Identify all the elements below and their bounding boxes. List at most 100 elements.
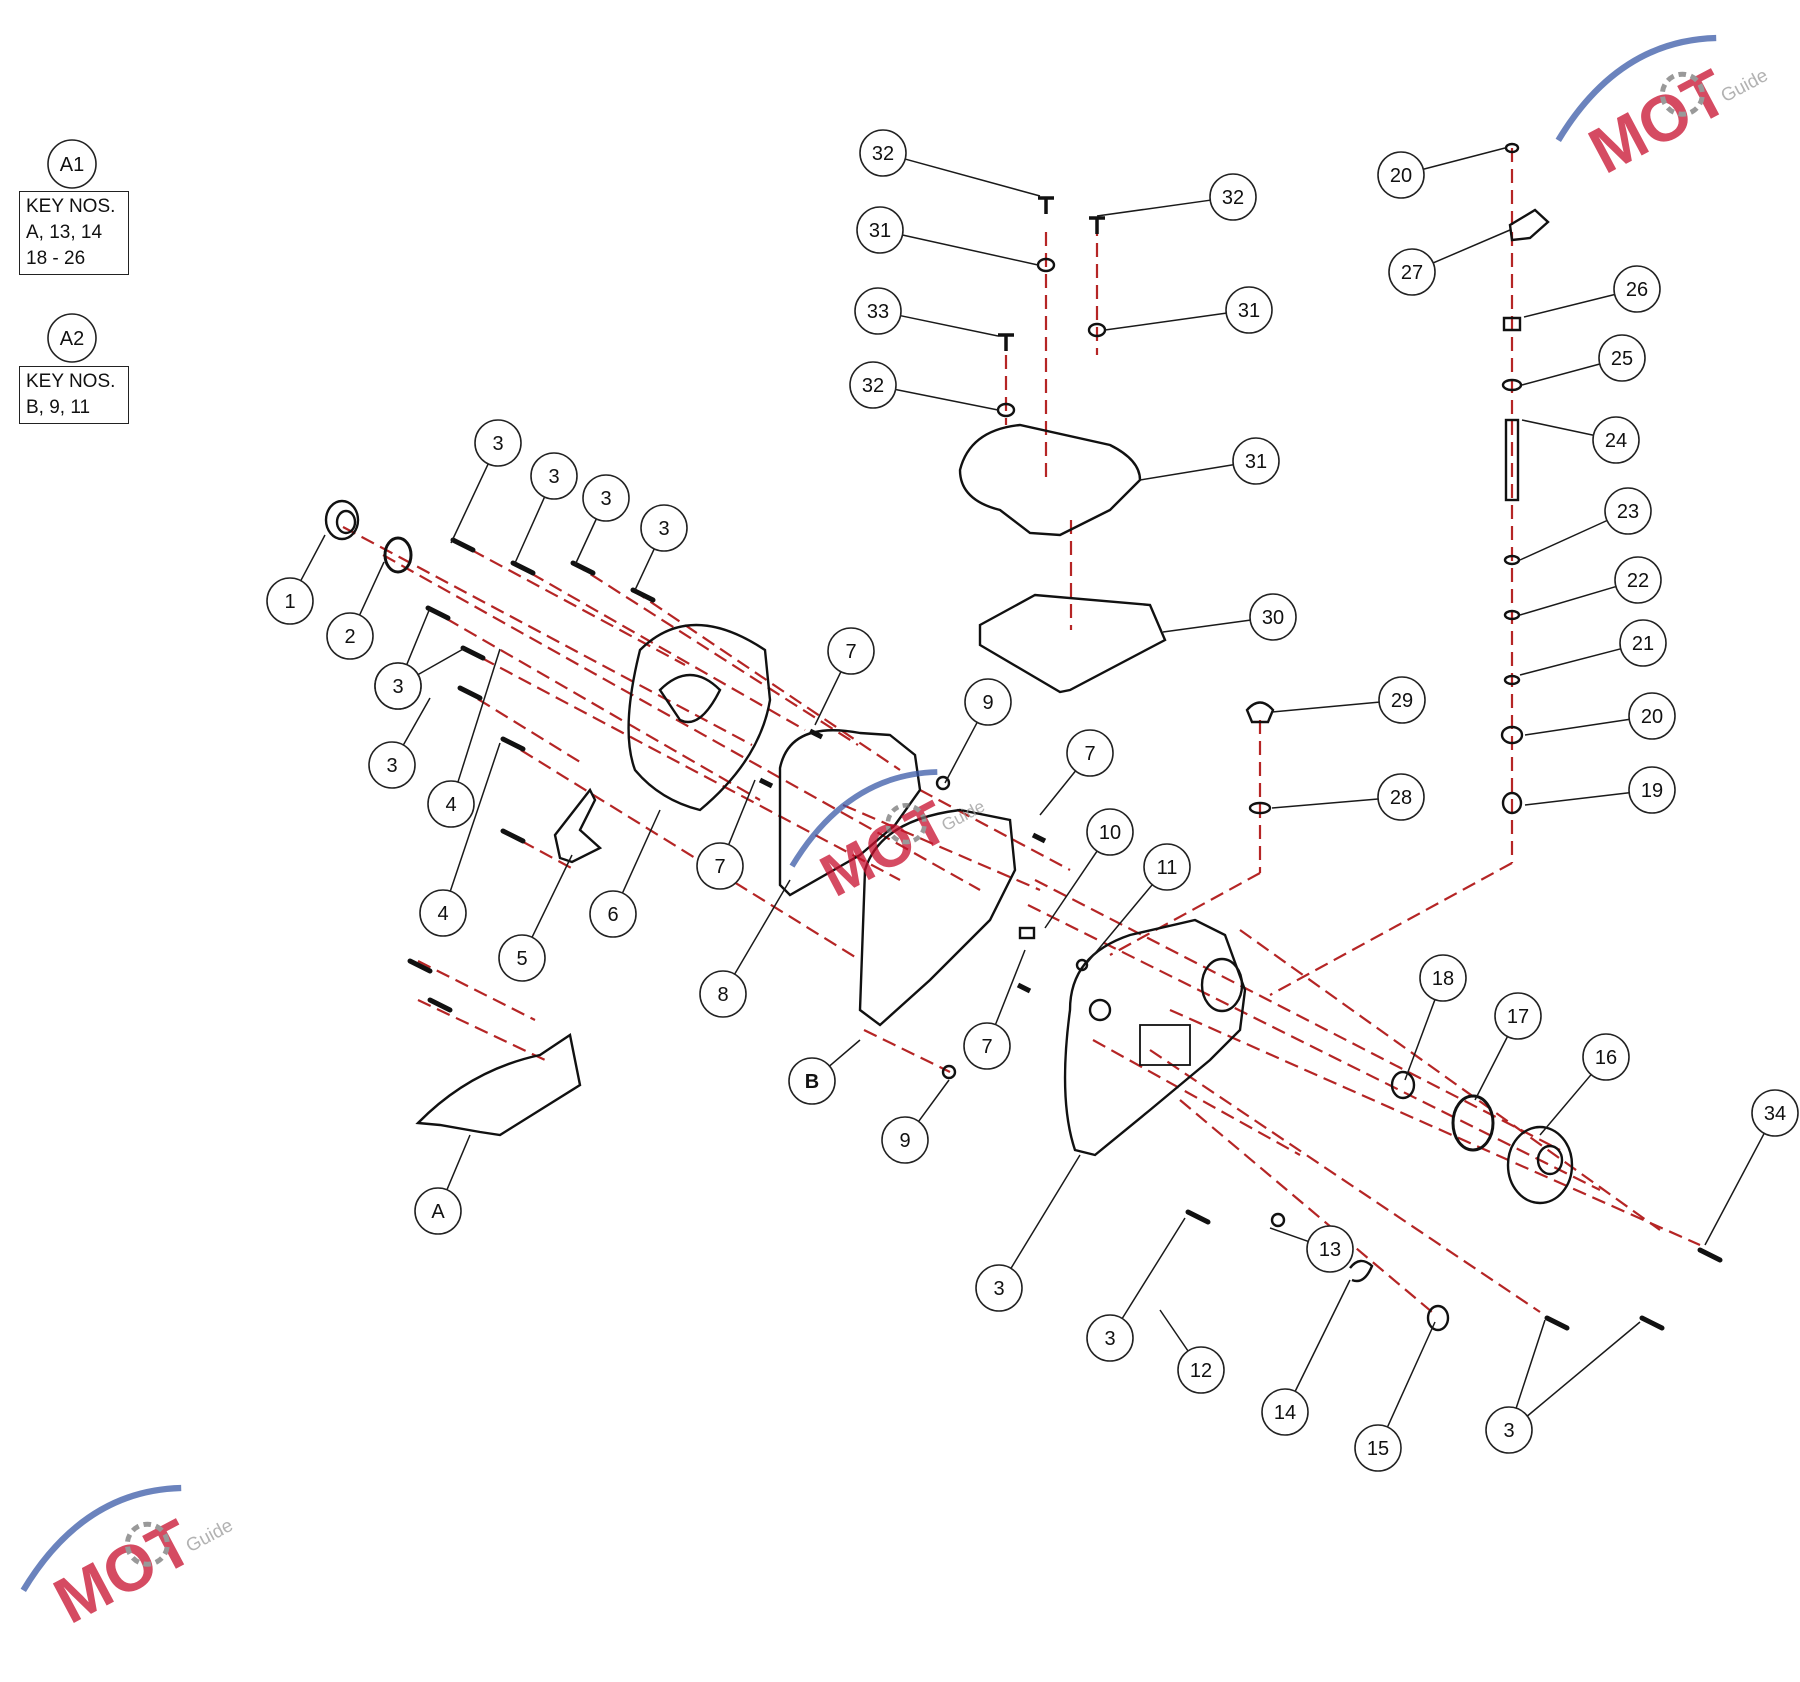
callout-number: 7 <box>981 1036 992 1058</box>
callout-number: 33 <box>867 301 889 323</box>
assembly-line <box>512 562 806 731</box>
watermark-subtext: Guide <box>938 796 988 835</box>
callout-circle <box>374 662 422 710</box>
callout-circle <box>419 889 467 937</box>
callout-circle <box>1378 676 1426 724</box>
watermark-text: MOT <box>1577 55 1739 187</box>
assembly-line <box>1109 872 1261 956</box>
assembly-line <box>417 999 546 1061</box>
callout-leader <box>417 647 466 676</box>
watermark-swoosh <box>789 769 938 868</box>
callout-number: 3 <box>600 488 611 510</box>
part-bolt <box>407 958 433 974</box>
callout-leader <box>1044 850 1098 929</box>
callout-leader <box>917 1079 950 1122</box>
callout-circle <box>964 678 1012 726</box>
callout-leader <box>449 742 501 892</box>
callout-circle <box>498 934 546 982</box>
assembly-line <box>863 1029 951 1073</box>
callout-circle <box>368 741 416 789</box>
callout-number: 9 <box>899 1130 910 1152</box>
part-washer <box>1504 142 1520 154</box>
callout-circle <box>530 452 578 500</box>
legend-a1-line: KEY NOS. <box>26 196 116 217</box>
part-washer <box>1248 801 1272 815</box>
part-seal-inner <box>335 509 357 535</box>
callout-number: 29 <box>1391 690 1413 712</box>
part-drawings <box>324 142 1723 1332</box>
callout-circle <box>1086 808 1134 856</box>
callout-leader <box>1519 648 1621 676</box>
callout-number: 3 <box>492 433 503 455</box>
callout-number: 32 <box>1222 187 1244 209</box>
callout-number: 32 <box>862 375 884 397</box>
part-inner-cover-detail <box>658 673 722 724</box>
assembly-line <box>342 526 753 746</box>
gear-icon <box>124 1521 170 1567</box>
callout-number: 32 <box>872 143 894 165</box>
part-bolt <box>1544 1315 1570 1331</box>
part-bolt <box>1639 1315 1665 1331</box>
part-ring <box>941 1064 957 1080</box>
part-lever <box>1508 208 1550 242</box>
callout-leader <box>1271 798 1379 809</box>
callout-leader <box>1521 419 1594 436</box>
legend-label: A2 <box>60 328 84 350</box>
assembly-line <box>1179 1099 1433 1313</box>
assembly-line <box>1092 1039 1301 1156</box>
part-bolt <box>500 736 526 752</box>
callout-circle <box>1232 437 1280 485</box>
callout-number: 25 <box>1611 348 1633 370</box>
part-ring <box>935 775 951 791</box>
callout-circle <box>699 970 747 1018</box>
callout-number: 20 <box>1390 165 1412 187</box>
part-bracket <box>553 787 603 864</box>
legend-box-a2: KEY NOS. B, 9, 11 <box>19 366 129 424</box>
callout-circle <box>854 287 902 335</box>
assembly-line <box>382 554 981 891</box>
legend-circle <box>47 313 97 363</box>
part-rocker-gasket <box>978 593 1167 694</box>
callout-number: 18 <box>1432 968 1454 990</box>
callout-circle <box>788 1057 836 1105</box>
assembly-lines <box>342 148 1701 1313</box>
callout-circle <box>414 1187 462 1235</box>
legend-a2-line: B, 9, 11 <box>26 397 91 418</box>
callout-circle <box>1604 487 1652 535</box>
callout-number: 31 <box>1238 300 1260 322</box>
callout-circle <box>975 1264 1023 1312</box>
callout-leader <box>1519 519 1608 561</box>
callout-circle <box>881 1116 929 1164</box>
watermark-subtext: Guide <box>1717 64 1771 106</box>
callout-leader <box>1010 1154 1081 1269</box>
callout-number: 14 <box>1274 1402 1296 1424</box>
watermark-swoosh <box>20 1484 182 1592</box>
part-bush <box>1500 725 1524 745</box>
callout-circle <box>1582 1033 1630 1081</box>
callout-number: 34 <box>1764 1103 1786 1125</box>
callout-number: 3 <box>658 518 669 540</box>
callout-leader <box>1523 293 1615 318</box>
callout-number: 3 <box>548 466 559 488</box>
callout-number: 13 <box>1319 1239 1341 1261</box>
callout-leader <box>402 697 431 746</box>
callout-leader <box>895 388 999 411</box>
assembly-line <box>632 589 901 771</box>
assembly-line <box>417 960 536 1021</box>
part-bush <box>1501 791 1523 815</box>
callout-leader <box>621 809 661 894</box>
part-filler-cap <box>1245 701 1275 724</box>
callout-number: 15 <box>1367 1438 1389 1460</box>
callout-number: 7 <box>714 856 725 878</box>
callout-leader <box>1404 999 1436 1081</box>
legend-a2-line: KEY NOS. <box>26 371 116 392</box>
callout-leader <box>1432 229 1511 264</box>
callout-number: 30 <box>1262 607 1284 629</box>
part-bolt <box>457 685 483 701</box>
callout-leader <box>1271 701 1380 713</box>
callout-number: 3 <box>1503 1420 1514 1442</box>
callout-leader <box>1139 463 1234 481</box>
callout-circle <box>582 474 630 522</box>
